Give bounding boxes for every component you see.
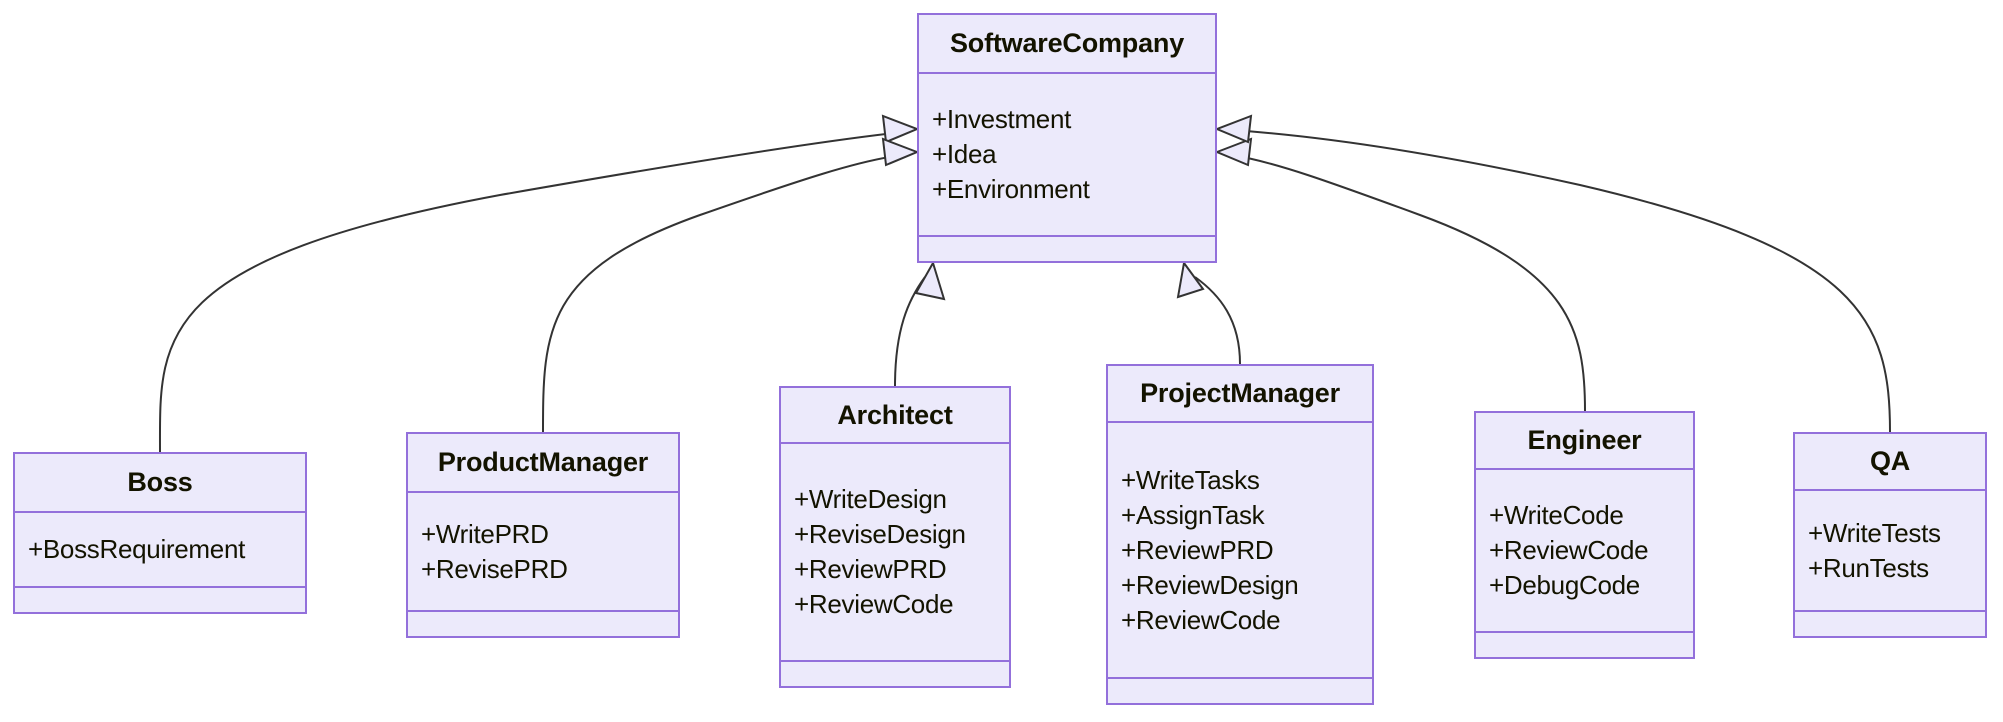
class-attribute: +ReviewCode bbox=[1489, 535, 1649, 565]
generalization-arrowhead-icon bbox=[881, 114, 920, 144]
class-attribute: +WriteCode bbox=[1489, 500, 1624, 530]
class-attribute: +BossRequirement bbox=[28, 534, 246, 564]
generalization-arrowhead-icon bbox=[914, 260, 946, 301]
class-attribute: +ReviewPRD bbox=[794, 554, 947, 584]
class-methods-qa bbox=[1795, 612, 1985, 636]
class-attribute: +WriteTasks bbox=[1121, 464, 1260, 495]
class-methods-software-company bbox=[919, 237, 1215, 261]
class-methods-project-manager bbox=[1108, 679, 1372, 703]
class-attribute: +WriteTests bbox=[1808, 517, 1941, 548]
edge-project-manager[interactable] bbox=[1194, 276, 1241, 365]
class-box-project-manager[interactable]: ProjectManager +WriteTasks +AssignTask +Rev… bbox=[1106, 364, 1374, 705]
class-attribute: +ReviewPRD bbox=[1121, 534, 1274, 565]
class-methods-engineer bbox=[1476, 633, 1693, 657]
class-attributes-qa: +WriteTests +RunTests bbox=[1795, 491, 1985, 612]
class-box-engineer[interactable]: Engineer +WriteCode +ReviewCode +DebugCode bbox=[1474, 411, 1695, 659]
class-name-qa: QA bbox=[1795, 434, 1985, 491]
class-attributes-product-manager: +WritePRD +RevisePRD bbox=[408, 493, 678, 612]
class-methods-architect bbox=[781, 662, 1009, 686]
generalization-arrowhead-icon bbox=[1176, 260, 1205, 299]
class-box-software-company[interactable]: SoftwareCompany +Investment +Idea +Environm… bbox=[917, 13, 1217, 263]
class-methods-boss bbox=[15, 588, 305, 612]
class-attribute: +Investment bbox=[932, 104, 1072, 134]
class-name-project-manager: ProjectManager bbox=[1108, 366, 1372, 423]
class-attribute: +Environment bbox=[932, 174, 1090, 204]
class-methods-product-manager bbox=[408, 612, 678, 636]
class-name-architect: Architect bbox=[781, 388, 1009, 444]
class-attribute: +ReviewDesign bbox=[1121, 569, 1299, 600]
class-attribute: +ReviseDesign bbox=[794, 519, 966, 549]
class-attribute: +RunTests bbox=[1808, 552, 1929, 583]
class-attribute: +DebugCode bbox=[1489, 570, 1640, 600]
class-box-qa[interactable]: QA +WriteTests +RunTests bbox=[1793, 432, 1987, 638]
class-name-engineer: Engineer bbox=[1476, 413, 1693, 470]
class-box-boss[interactable]: Boss +BossRequirement bbox=[13, 452, 307, 614]
class-attribute: +Idea bbox=[932, 139, 997, 169]
generalization-arrowhead-icon bbox=[1214, 137, 1253, 167]
class-attribute: +ReviewCode bbox=[1121, 604, 1281, 635]
class-attributes-software-company: +Investment +Idea +Environment bbox=[919, 74, 1215, 237]
class-attribute: +RevisePRD bbox=[421, 553, 568, 584]
class-box-architect[interactable]: Architect +WriteDesign +ReviseDesign +Revie… bbox=[779, 386, 1011, 688]
class-attribute: +WritePRD bbox=[421, 518, 549, 549]
class-attributes-project-manager: +WriteTasks +AssignTask +ReviewPRD +ReviewD… bbox=[1108, 423, 1372, 679]
class-attributes-engineer: +WriteCode +ReviewCode +DebugCode bbox=[1476, 470, 1693, 633]
generalization-arrowhead-icon bbox=[881, 137, 920, 167]
class-attributes-boss: +BossRequirement bbox=[15, 513, 305, 588]
class-name-product-manager: ProductManager bbox=[408, 434, 678, 493]
generalization-arrowhead-icon bbox=[1214, 114, 1253, 144]
edge-architect[interactable] bbox=[894, 276, 926, 387]
class-attribute: +WriteDesign bbox=[794, 484, 947, 514]
class-attribute: +AssignTask bbox=[1121, 499, 1265, 530]
class-attribute: +ReviewCode bbox=[794, 589, 954, 619]
class-name-software-company: SoftwareCompany bbox=[919, 15, 1215, 74]
class-box-product-manager[interactable]: ProductManager +WritePRD +RevisePRD bbox=[406, 432, 680, 638]
class-attributes-architect: +WriteDesign +ReviseDesign +ReviewPRD +Revi… bbox=[781, 444, 1009, 662]
class-name-boss: Boss bbox=[15, 454, 305, 513]
